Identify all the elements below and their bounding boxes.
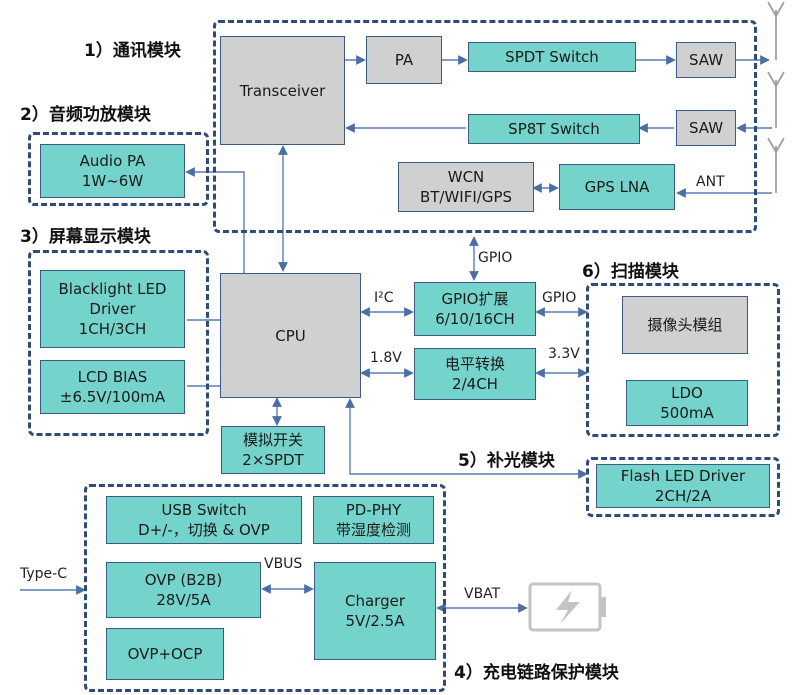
display-module-title: 3）屏幕显示模块 [20,227,151,247]
level-shifter-block: 电平转换 2/4CH [414,348,536,400]
pd-phy-block: PD-PHY 带湿度检测 [313,496,434,544]
backlight-driver-block: Blacklight LED Driver 1CH/3CH [40,270,185,348]
gpio-expander-block: GPIO扩展 6/10/16CH [414,282,536,336]
cpu-block: CPU [220,273,361,398]
gpio-top-label: GPIO [478,250,513,266]
typec-label: Type-C [20,566,67,582]
ovp-b2b-line1: OVP (B2B) [144,571,223,589]
lcd-bias-line1: LCD BIAS [77,368,148,386]
sp8t-switch-label: SP8T Switch [508,120,600,138]
analog-switch-line2: 2×SPDT [242,451,304,469]
gpio-right-label: GPIO [542,290,577,306]
scan-module [586,283,780,437]
flash-module [586,457,780,517]
audio-pa-block: Audio PA 1W~6W [40,144,185,198]
ovp-b2b-block: OVP (B2B) 28V/5A [106,562,261,618]
transceiver-label: Transceiver [239,81,326,100]
audio-pa-line1: Audio PA [79,152,146,170]
backlight-line3: 1CH/3CH [78,320,147,338]
backlight-line2: Driver [89,300,136,318]
gpio-expander-line2: 6/10/16CH [435,310,515,328]
spdt-switch-block: SPDT Switch [468,42,636,72]
antenna-1-icon [767,1,785,60]
analog-switch-line1: 模拟开关 [242,431,303,449]
saw-top-block: SAW [676,42,736,78]
pa-label: PA [394,51,414,69]
scan-module-title: 6）扫描模块 [582,262,679,282]
camera-module-label: 摄像头模组 [647,316,723,334]
audio-module-title: 2）音频功放模块 [20,105,151,125]
battery-icon [528,582,606,632]
flash-led-line1: Flash LED Driver [620,467,746,485]
wcn-label-line2: BT/WIFI/GPS [419,188,513,206]
flash-module-title: 5）补光模块 [458,451,555,471]
ovp-ocp-label: OVP+OCP [127,645,203,663]
level-shifter-line2: 2/4CH [452,375,498,393]
wire-cpu-flash [345,398,588,479]
lcd-bias-line2: ±6.5V/100mA [59,388,166,406]
ant-label: ANT [696,174,725,190]
wcn-block: WCN BT/WIFI/GPS [398,162,534,212]
spdt-switch-label: SPDT Switch [505,48,599,66]
ovp-ocp-block: OVP+OCP [106,628,224,680]
gpio-expander-line1: GPIO扩展 [441,290,509,308]
v33-label: 3.3V [548,346,580,362]
charger-line2: 5V/2.5A [345,612,405,630]
saw-top-label: SAW [688,51,724,69]
saw-mid-label: SAW [688,119,724,137]
sp8t-switch-block: SP8T Switch [468,114,640,144]
charger-line1: Charger [345,592,405,610]
usb-switch-line1: USB Switch [161,501,247,519]
flash-led-driver-block: Flash LED Driver 2CH/2A [596,464,770,508]
usb-switch-line2: D+/-，切换 & OVP [138,521,270,539]
pd-phy-line1: PD-PHY [345,501,402,519]
usb-switch-block: USB Switch D+/-，切换 & OVP [106,496,302,544]
display-module [28,250,209,436]
charger-block: Charger 5V/2.5A [314,562,436,660]
v18-label: 1.8V [370,350,402,366]
level-shifter-line1: 电平转换 [444,355,505,373]
vbus-label: VBUS [264,556,303,572]
pa-block: PA [366,36,442,84]
flash-led-line2: 2CH/2A [654,487,712,505]
transceiver-block: Transceiver [220,36,345,145]
ldo-line1: LDO [671,384,703,402]
ldo-line2: 500mA [660,404,714,422]
comm-module-title: 1）通讯模块 [84,41,181,61]
comm-module [213,20,757,233]
saw-mid-block: SAW [676,110,736,146]
antenna-3-icon [767,137,785,193]
cpu-label: CPU [275,326,306,345]
ovp-b2b-line2: 28V/5A [156,591,211,609]
audio-module [28,132,209,206]
backlight-line1: Blacklight LED [58,280,167,298]
camera-module-block: 摄像头模组 [622,296,748,354]
analog-switch-block: 模拟开关 2×SPDT [221,426,325,474]
lcd-bias-block: LCD BIAS ±6.5V/100mA [40,360,185,414]
antenna-2-icon [767,71,785,128]
audio-pa-line2: 1W~6W [81,172,144,190]
gps-lna-block: GPS LNA [559,164,675,210]
pd-phy-line2: 带湿度检测 [335,521,411,539]
charge-module-title: 4）充电链路保护模块 [454,663,619,683]
vbat-label: VBAT [464,586,501,602]
wcn-label-line1: WCN [447,168,485,186]
charge-module [84,484,446,692]
i2c-label: I²C [374,290,394,306]
ldo-block: LDO 500mA [626,380,748,426]
gps-lna-label: GPS LNA [584,178,650,196]
